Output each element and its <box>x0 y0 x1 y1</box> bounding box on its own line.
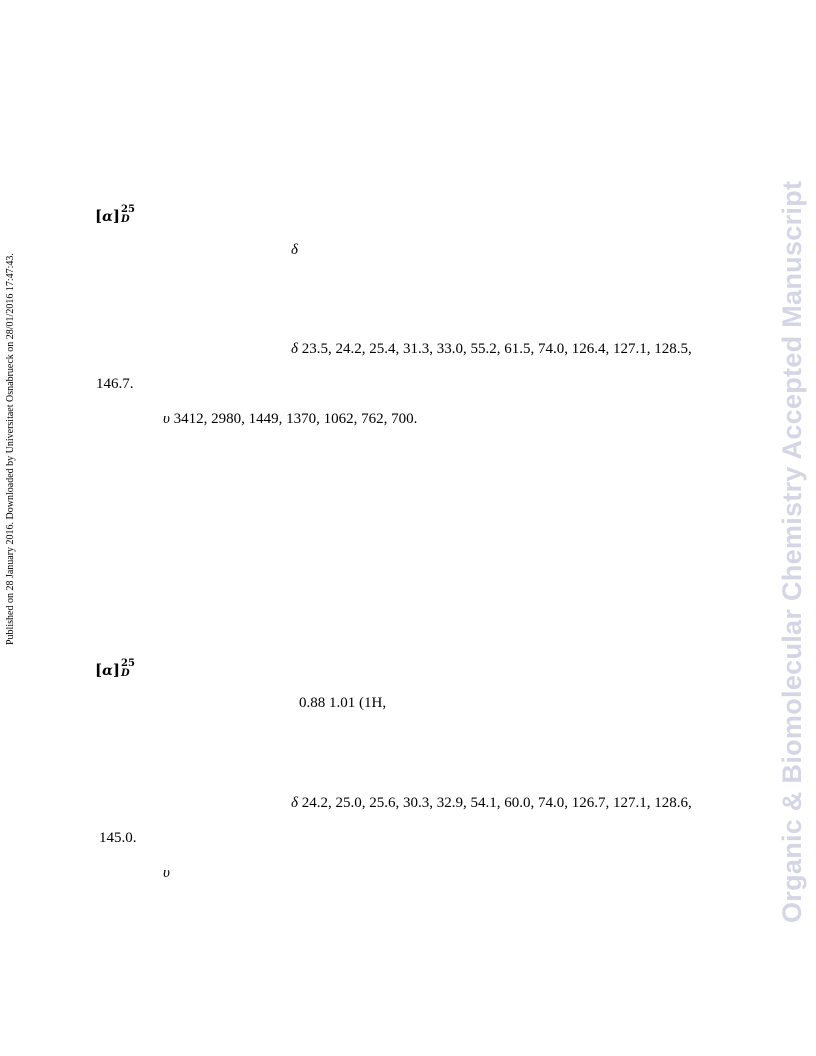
c13-values: 23.5, 24.2, 25.4, 31.3, 33.0, 55.2, 61.5… <box>301 341 692 357</box>
temperature-superscript: 25 <box>121 658 135 669</box>
journal-watermark: Organic & Biomolecular Chemistry Accepte… <box>777 180 807 923</box>
alpha-symbol: α <box>102 663 113 679</box>
wavelength-subscript: D <box>121 214 130 225</box>
bracket-close: ] <box>112 661 120 679</box>
c13-nmr-line-2: δ 24.2, 25.0, 25.6, 30.3, 32.9, 54.1, 60… <box>291 794 692 812</box>
ir-values: 3412, 2980, 1449, 1370, 1062, 762, 700. <box>173 411 418 427</box>
bracket-close: ] <box>112 207 120 225</box>
alpha-symbol: α <box>102 209 113 225</box>
wavelength-subscript: D <box>121 668 130 679</box>
delta-symbol: δ <box>291 795 298 811</box>
c13-values: 24.2, 25.0, 25.6, 30.3, 32.9, 54.1, 60.0… <box>301 795 692 811</box>
delta-symbol: δ <box>291 341 298 357</box>
ir-symbol-2: υ <box>163 865 170 881</box>
temperature-superscript: 25 <box>121 204 135 215</box>
publication-side-note: Published on 28 January 2016. Downloaded… <box>5 253 16 645</box>
upsilon-symbol: υ <box>163 411 170 427</box>
h1-nmr-delta-symbol-1: δ <box>291 242 298 258</box>
c13-nmr-line-1: δ 23.5, 24.2, 25.4, 31.3, 33.0, 55.2, 61… <box>291 340 692 358</box>
bracket-open: [ <box>95 207 103 225</box>
bracket-open: [ <box>95 661 103 679</box>
c13-nmr-line-2-continued: 145.0. <box>99 830 137 846</box>
c13-nmr-line-1-continued: 146.7. <box>96 376 134 392</box>
ir-line-1: υ 3412, 2980, 1449, 1370, 1062, 762, 700… <box>163 410 417 428</box>
h1-nmr-fragment-2: 0.88 1.01 (1H, <box>299 695 387 711</box>
